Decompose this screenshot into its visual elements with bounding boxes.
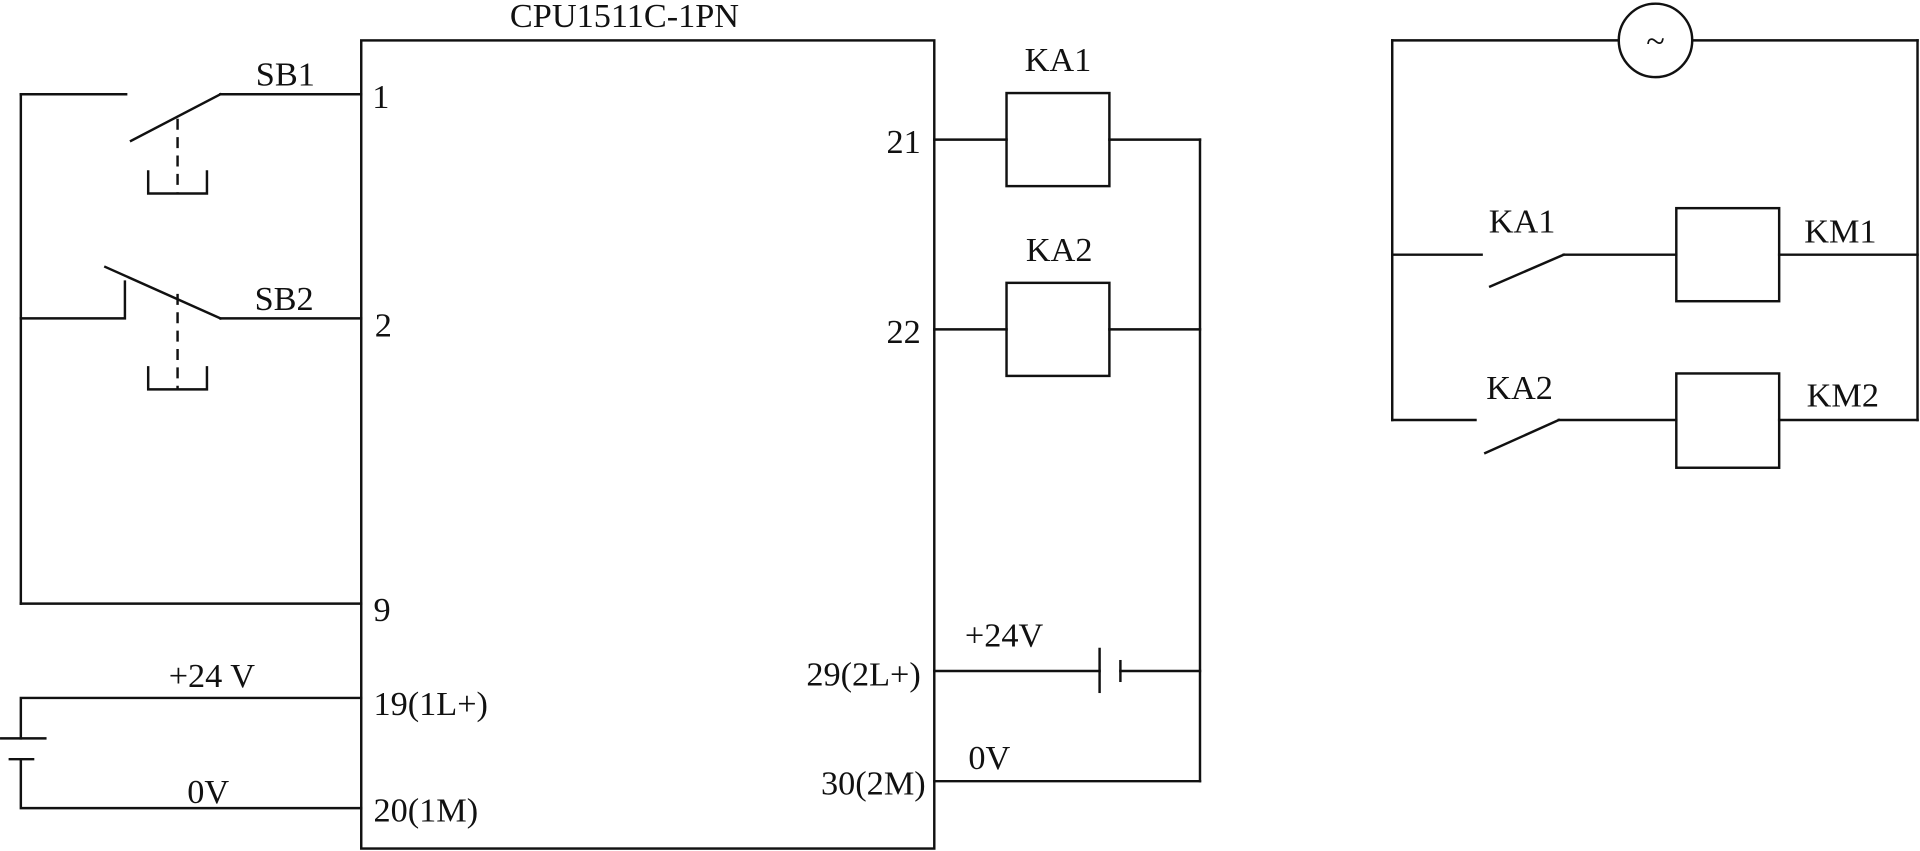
- ka2-coil-label: KA2: [1026, 231, 1093, 269]
- cpu-module-box: [360, 39, 936, 850]
- terminal-19-label: 19(1L+): [373, 685, 487, 723]
- terminal-29-label: 29(2L+): [806, 656, 920, 694]
- ka1-contact-label: KA1: [1489, 203, 1556, 241]
- ac-source-symbol: ~: [1646, 23, 1665, 61]
- output-supply-zero-label: 0V: [968, 739, 1010, 777]
- terminal-22-label: 22: [887, 313, 921, 351]
- sb2-contact: [103, 265, 223, 320]
- cpu-title: CPU1511C-1PN: [510, 0, 739, 35]
- wire-sb2-in: [19, 280, 127, 320]
- ka1-coil-label: KA1: [1025, 41, 1092, 79]
- sb2-push-button: [146, 366, 209, 391]
- ka1-contact: [1488, 253, 1566, 289]
- terminal-20-label: 20(1M): [373, 792, 478, 830]
- sb1-push-button: [146, 170, 209, 195]
- sb1-contact: [129, 92, 223, 143]
- ka2-coil: [1005, 281, 1111, 378]
- terminal-21-label: 21: [887, 123, 921, 161]
- output-supply-plus-label: +24V: [965, 617, 1044, 655]
- km2-coil: [1675, 372, 1781, 469]
- ka2-contact-label: KA2: [1486, 369, 1553, 407]
- terminal-2-label: 2: [375, 307, 392, 345]
- km2-coil-label: KM2: [1807, 377, 1879, 415]
- wire-1l-plus: [19, 696, 363, 740]
- terminal-30-label: 30(2M): [821, 765, 926, 803]
- sb2-label: SB2: [255, 280, 314, 318]
- ka2-contact: [1483, 418, 1561, 455]
- ka1-coil: [1005, 91, 1111, 188]
- input-supply-plus-label: +24 V: [169, 657, 256, 695]
- terminal-9-label: 9: [373, 591, 390, 629]
- km1-coil: [1675, 206, 1781, 303]
- input-supply-zero-label: 0V: [187, 773, 229, 811]
- terminal-1-label: 1: [372, 78, 389, 116]
- wire-1m: [19, 757, 363, 810]
- km1-coil-label: KM1: [1804, 212, 1876, 250]
- sb1-label: SB1: [256, 56, 315, 94]
